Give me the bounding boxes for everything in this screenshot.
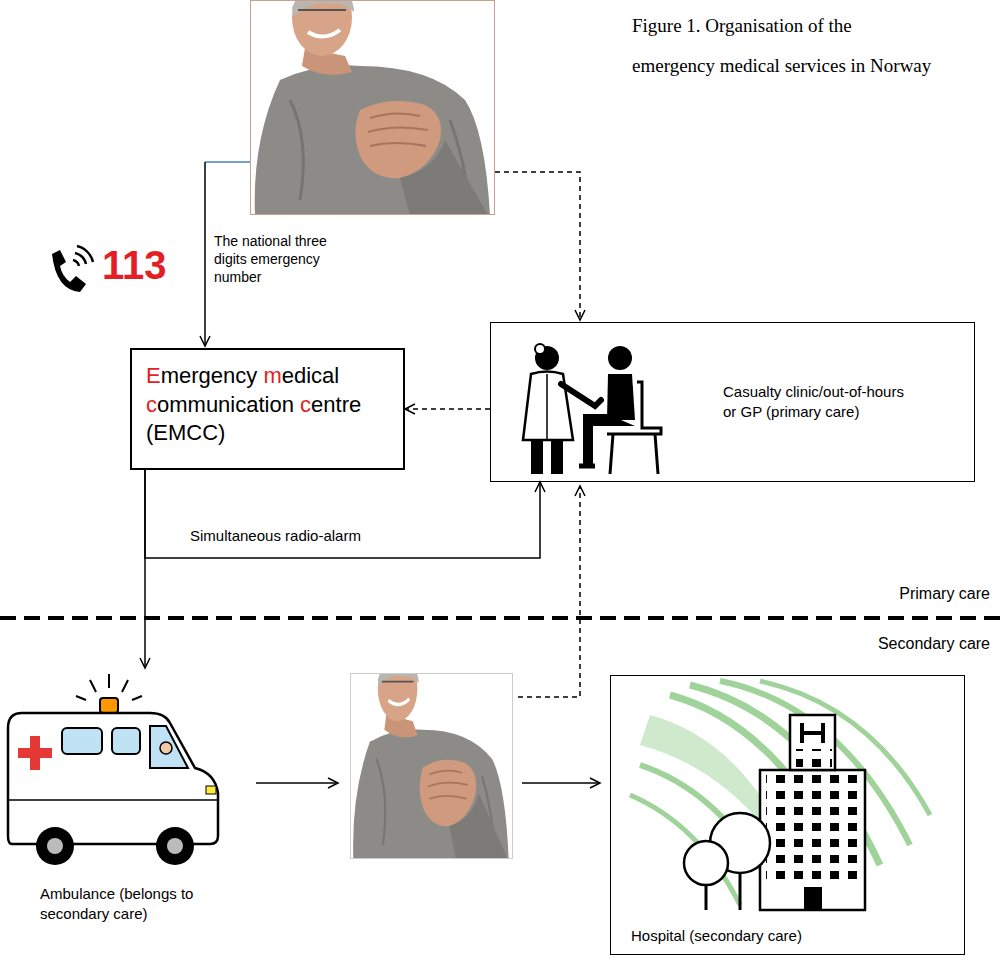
hospital-icon [630,681,930,910]
connector [405,408,490,410]
patient-photo [350,656,513,859]
call-arrow [204,162,206,346]
initial-letter: m [263,363,281,388]
ambulance-caption: Ambulance (belongs to secondary care) [40,884,245,925]
transport-arrow [256,782,338,784]
emcc-box: Emergency medical communication centre (… [130,348,405,470]
casualty-name: Casualty clinic/out-of-hours or GP (prim… [723,382,919,423]
transport-arrow [522,782,600,784]
visit-arrow [495,172,580,320]
hospital-box: Hospital (secondary care) [610,675,965,955]
patient-photo [250,0,495,215]
emcc-name: Emergency medical communication centre (… [146,362,394,448]
initial-letter: E [146,363,161,388]
zone-label: Secondary care [830,634,990,654]
consultation-icon [523,344,661,474]
emergency-number: 113 [102,243,167,287]
initial-letter: c [300,392,311,417]
hospital-caption: Hospital (secondary care) [631,926,951,946]
zone-label: Primary care [840,584,990,604]
figure-caption: Figure 1. Organisation of the emergency … [632,6,936,86]
care-divider [0,616,1005,620]
phone-icon [52,246,93,292]
ambulance-icon [8,674,218,865]
connector [145,470,540,558]
call-line [205,161,250,163]
initial-letter: c [146,392,157,417]
ambulance-node: Ambulance (belongs to secondary care) [0,668,253,936]
number-note: The national three digits emergency numb… [214,232,356,287]
edge-label: Simultaneous radio-alarm [190,527,361,545]
referral-arrow [518,486,580,697]
casualty-box: Casualty clinic/out-of-hours or GP (prim… [490,322,975,482]
connector [144,470,146,668]
